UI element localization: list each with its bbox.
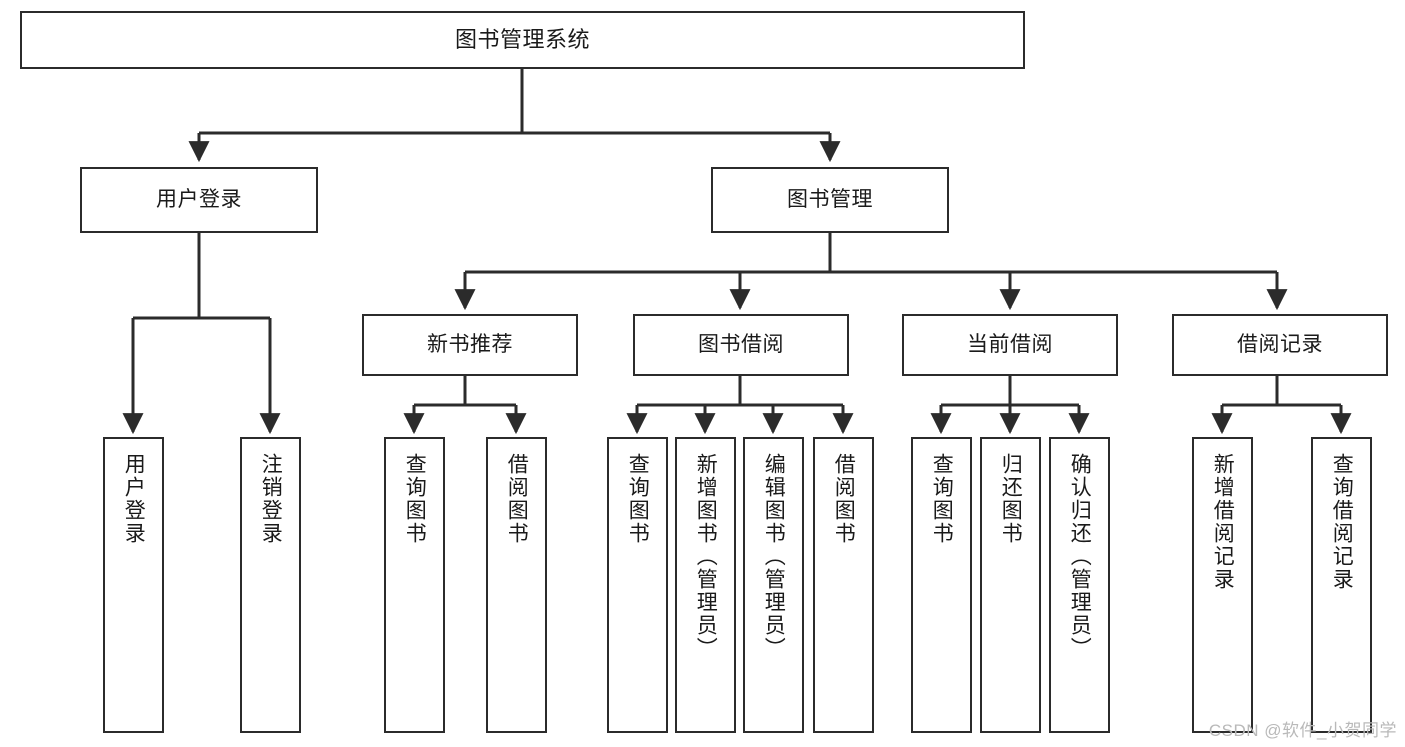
node-leaf-add-book[interactable]: 新增图书（管理员） (675, 437, 736, 733)
node-leaf-confirm-return[interactable]: 确认归还（管理员） (1049, 437, 1110, 733)
node-leaf-logout[interactable]: 注销登录 (240, 437, 301, 733)
node-borrow-record[interactable]: 借阅记录 (1172, 314, 1388, 376)
node-leaf-user-login-label: 用户登录 (122, 453, 146, 545)
node-root[interactable]: 图书管理系统 (20, 11, 1025, 69)
node-borrow-record-label: 借阅记录 (1237, 333, 1323, 357)
node-book-borrow[interactable]: 图书借阅 (633, 314, 849, 376)
node-leaf-query-book-borrow-label: 查询图书 (626, 453, 650, 545)
node-book-manage[interactable]: 图书管理 (711, 167, 949, 233)
node-leaf-borrow-book-rec-label: 借阅图书 (505, 453, 529, 545)
node-book-borrow-label: 图书借阅 (698, 333, 784, 357)
node-user-login-label: 用户登录 (156, 188, 242, 212)
node-leaf-query-book-current-label: 查询图书 (930, 453, 954, 545)
node-leaf-query-book-rec-label: 查询图书 (403, 453, 427, 545)
node-current-borrow-label: 当前借阅 (967, 333, 1053, 357)
node-leaf-return-book[interactable]: 归还图书 (980, 437, 1041, 733)
node-leaf-add-record[interactable]: 新增借阅记录 (1192, 437, 1253, 733)
node-leaf-borrow-book[interactable]: 借阅图书 (813, 437, 874, 733)
node-new-book-rec-label: 新书推荐 (427, 333, 513, 357)
node-root-label: 图书管理系统 (454, 26, 590, 52)
node-leaf-borrow-book-label: 借阅图书 (832, 453, 856, 545)
node-leaf-query-record[interactable]: 查询借阅记录 (1311, 437, 1372, 733)
node-leaf-add-record-label: 新增借阅记录 (1211, 453, 1235, 591)
node-leaf-user-login[interactable]: 用户登录 (103, 437, 164, 733)
node-leaf-query-book-current[interactable]: 查询图书 (911, 437, 972, 733)
node-leaf-add-book-label: 新增图书（管理员） (694, 453, 718, 660)
node-leaf-borrow-book-rec[interactable]: 借阅图书 (486, 437, 547, 733)
node-leaf-return-book-label: 归还图书 (999, 453, 1023, 545)
node-book-manage-label: 图书管理 (787, 188, 873, 212)
node-user-login[interactable]: 用户登录 (80, 167, 318, 233)
watermark: CSDN @软件_小贺同学 (1208, 721, 1397, 740)
node-leaf-confirm-return-label: 确认归还（管理员） (1068, 453, 1092, 660)
node-leaf-query-record-label: 查询借阅记录 (1330, 453, 1354, 591)
node-leaf-query-book-borrow[interactable]: 查询图书 (607, 437, 668, 733)
node-leaf-logout-label: 注销登录 (259, 453, 283, 545)
node-leaf-edit-book[interactable]: 编辑图书（管理员） (743, 437, 804, 733)
node-leaf-query-book-rec[interactable]: 查询图书 (384, 437, 445, 733)
node-leaf-edit-book-label: 编辑图书（管理员） (762, 453, 786, 660)
node-new-book-rec[interactable]: 新书推荐 (362, 314, 578, 376)
node-current-borrow[interactable]: 当前借阅 (902, 314, 1118, 376)
